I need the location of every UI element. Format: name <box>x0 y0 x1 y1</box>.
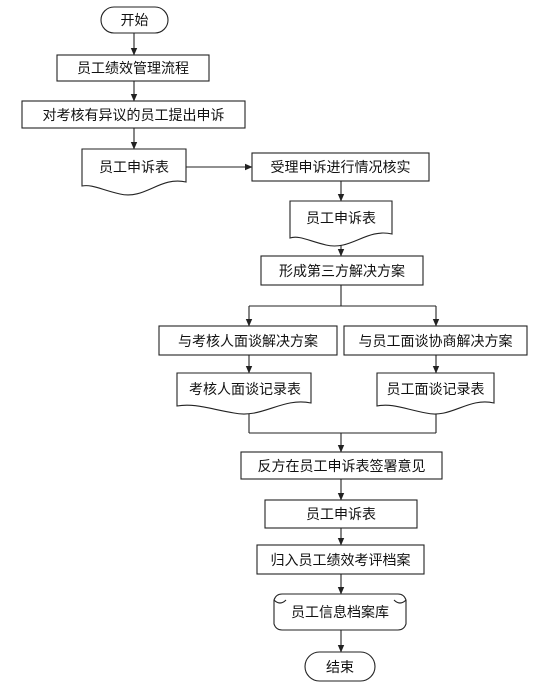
end-terminator: 结束 <box>304 651 376 682</box>
process-interview-employee: 与员工面谈协商解决方案 <box>343 325 528 356</box>
process-performance-flow: 员工绩效管理流程 <box>56 54 210 82</box>
process-third-party-plan: 形成第三方解决方案 <box>260 255 424 286</box>
process-sign-opinion: 反方在员工申诉表签署意见 <box>240 451 443 480</box>
process-archive: 归入员工绩效考评档案 <box>256 544 425 575</box>
database-employee-archive: 员工信息档案库 <box>273 593 407 631</box>
process-performance-flow-label: 员工绩效管理流程 <box>77 61 189 77</box>
document-appeal-form-1-label: 员工申诉表 <box>99 160 169 176</box>
process-accept-verify-label: 受理申诉进行情况核实 <box>271 160 411 176</box>
end-label: 结束 <box>326 660 354 676</box>
document-employee-record: 员工面谈记录表 <box>376 372 495 415</box>
process-interview-assessor: 与考核人面谈解决方案 <box>158 325 338 356</box>
process-interview-employee-label: 与员工面谈协商解决方案 <box>359 333 513 350</box>
process-interview-assessor-label: 与考核人面谈解决方案 <box>178 333 318 350</box>
process-sign-opinion-label: 反方在员工申诉表签署意见 <box>258 458 426 475</box>
process-raise-appeal: 对考核有异议的员工提出申诉 <box>21 100 246 129</box>
process-accept-verify: 受理申诉进行情况核实 <box>251 152 430 182</box>
start-terminator: 开始 <box>100 6 169 34</box>
document-assessor-record-label: 考核人面谈记录表 <box>189 382 301 398</box>
document-appeal-form-2: 员工申诉表 <box>289 200 393 247</box>
process-third-party-plan-label: 形成第三方解决方案 <box>279 263 405 280</box>
process-raise-appeal-label: 对考核有异议的员工提出申诉 <box>43 108 225 124</box>
document-assessor-record: 考核人面谈记录表 <box>176 372 312 415</box>
process-appeal-form-label: 员工申诉表 <box>306 507 376 523</box>
process-archive-label: 归入员工绩效考评档案 <box>271 552 411 569</box>
document-employee-record-label: 员工面谈记录表 <box>387 382 485 398</box>
document-appeal-form-1: 员工申诉表 <box>81 148 187 196</box>
start-label: 开始 <box>121 13 149 29</box>
document-appeal-form-2-label: 员工申诉表 <box>306 211 376 227</box>
database-employee-archive-label: 员工信息档案库 <box>291 604 389 621</box>
process-appeal-form: 员工申诉表 <box>264 499 418 529</box>
